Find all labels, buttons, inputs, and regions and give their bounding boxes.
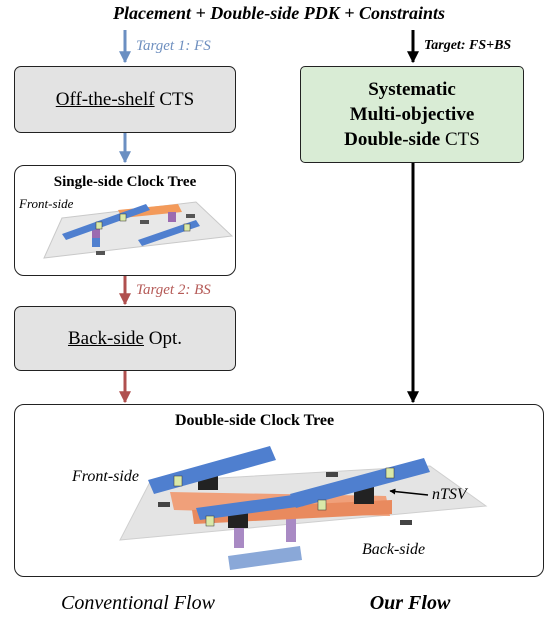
double-side-tree-box: Double-side Clock Tree Front-side nTSV B…	[14, 404, 544, 577]
single-side-via	[92, 238, 100, 247]
single-side-front-label: Front-side	[19, 196, 74, 211]
single-side-blue-wire	[62, 204, 150, 240]
double-side-front-blue-wire	[196, 494, 304, 520]
conventional-flow-label: Conventional Flow	[61, 592, 215, 614]
double-side-pin	[400, 520, 412, 525]
double-side-via	[205, 515, 215, 527]
single-side-pin	[186, 214, 195, 218]
single-side-via	[92, 228, 100, 238]
double-side-pin	[158, 502, 170, 507]
double-side-via	[173, 475, 183, 487]
target2-label: Target 2: BS	[136, 282, 211, 298]
single-side-via	[183, 223, 191, 232]
backside-opt-box: Back-side Opt.	[14, 306, 236, 371]
single-side-tree-illustration	[43, 201, 234, 259]
systematic-line1: Systematic	[368, 79, 456, 100]
systematic-cts-box: Systematic Multi-objective Double-side C…	[300, 66, 524, 163]
ntsv-label: nTSV	[432, 486, 467, 503]
double-side-backside-via	[286, 516, 296, 542]
double-side-front-blue-wire	[290, 458, 430, 508]
single-side-via	[95, 221, 103, 230]
double-side-front-label: Front-side	[72, 468, 139, 485]
double-side-tree-illustration	[119, 446, 488, 570]
double-side-pin	[326, 472, 338, 477]
offshelf-cts-box: Off-the-shelf CTS	[14, 66, 236, 133]
single-side-via	[119, 213, 127, 222]
double-side-backside-blue-wire	[228, 546, 302, 570]
backside-underlined: Back-side	[68, 327, 144, 349]
double-side-backside-via	[234, 526, 244, 548]
ntsv-pointer-arrow	[389, 488, 429, 496]
double-side-via	[317, 499, 327, 511]
systematic-line3-rest: CTS	[440, 129, 480, 150]
systematic-line2: Multi-objective	[349, 104, 475, 125]
target1-label: Target 1: FS	[136, 38, 211, 54]
offshelf-rest: CTS	[154, 88, 195, 110]
single-side-tree-title: Single-side Clock Tree	[53, 174, 197, 190]
our-flow-label: Our Flow	[369, 592, 451, 614]
systematic-line3-bold: Double-side	[344, 129, 441, 150]
single-side-via	[168, 212, 176, 222]
target-fsbs-label: Target: FS+BS	[424, 38, 512, 53]
double-side-via	[385, 467, 395, 479]
offshelf-underlined: Off-the-shelf	[55, 88, 155, 110]
single-side-pin	[140, 220, 149, 224]
single-side-pin	[96, 251, 105, 255]
double-side-back-label: Back-side	[362, 541, 426, 558]
backside-rest: Opt.	[143, 327, 182, 349]
single-side-tree-box: Single-side Clock Tree Front-side	[14, 165, 236, 276]
header-title: Placement + Double-side PDK + Constraint…	[112, 3, 446, 23]
double-side-tree-title: Double-side Clock Tree	[175, 412, 335, 429]
